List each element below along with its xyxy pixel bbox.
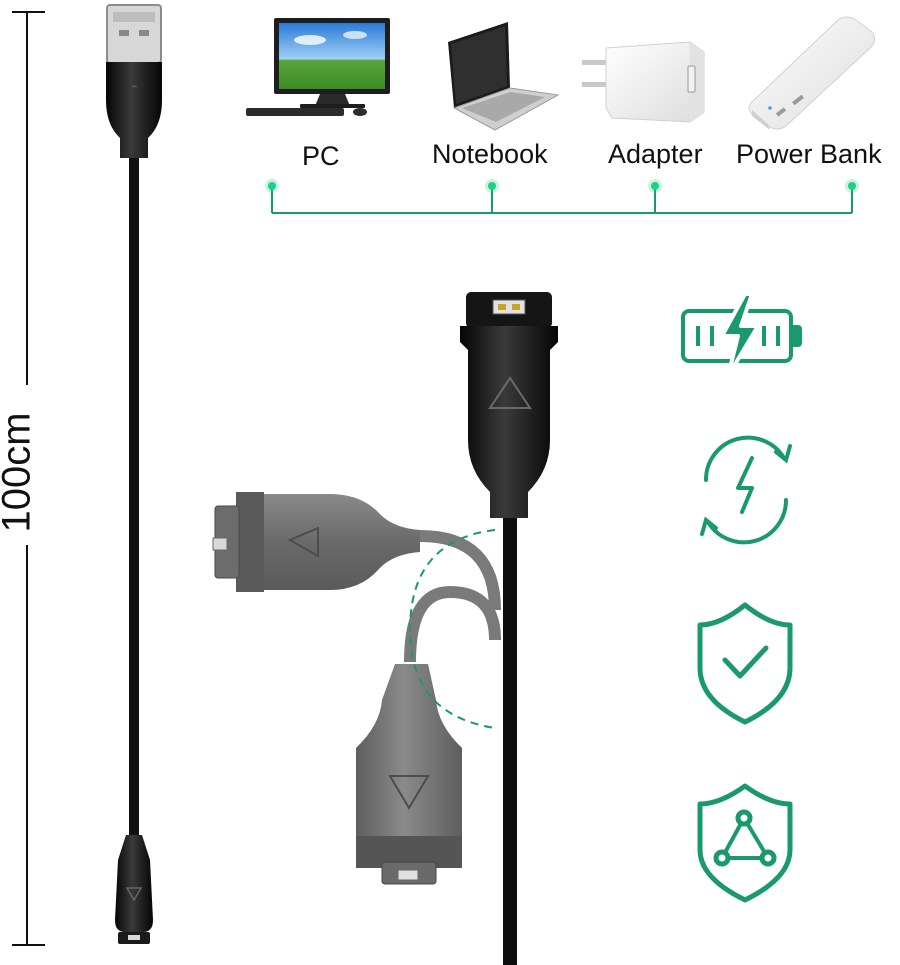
usb-plug xyxy=(106,4,162,64)
charge-cycle-icon xyxy=(700,435,792,545)
usb-symbol-icon: ⌁ xyxy=(130,79,137,93)
grey-connector-horizontal xyxy=(212,492,501,611)
pc-monitor-icon xyxy=(246,18,390,116)
wall-adapter-icon xyxy=(582,41,705,123)
device-label-pc: PC xyxy=(302,141,340,171)
device-label-power-bank: Power Bank xyxy=(736,139,882,169)
power-bank-icon xyxy=(748,16,876,130)
black-connector-main xyxy=(460,292,558,965)
shield-network-icon xyxy=(697,783,793,903)
rotation-arc xyxy=(408,529,496,729)
cable-length-label: 100cm xyxy=(0,412,39,533)
battery-charging-icon xyxy=(681,292,802,378)
length-dimension xyxy=(10,11,45,946)
device-label-adapter: Adapter xyxy=(608,139,703,169)
shield-check-icon xyxy=(697,602,793,725)
device-connector-lines xyxy=(271,186,853,214)
connector-dots xyxy=(265,179,859,193)
grey-connector-vertical xyxy=(356,585,501,885)
laptop-icon xyxy=(448,22,560,131)
device-label-notebook: Notebook xyxy=(432,139,548,169)
usb-cable: ⌁ xyxy=(106,4,162,944)
